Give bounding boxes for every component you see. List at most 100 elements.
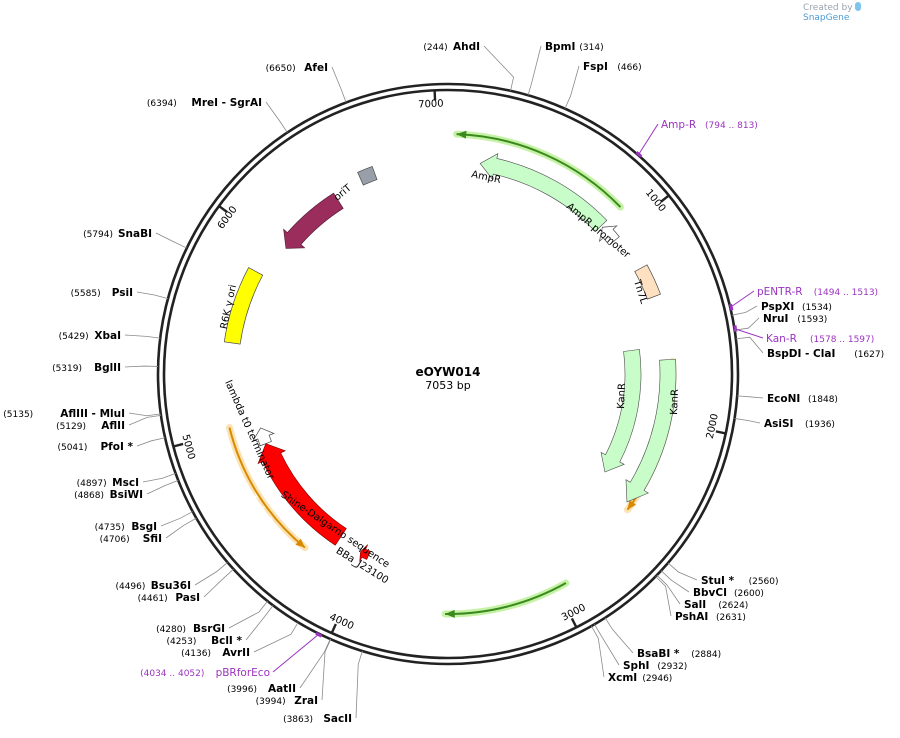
enzyme-site-xcmi: XcmI (2946) bbox=[608, 672, 672, 684]
scale-tick-label: 4000 bbox=[328, 612, 356, 632]
enzyme-name: SphI bbox=[623, 660, 649, 672]
primer-leader-line bbox=[734, 328, 764, 339]
enzyme-name: BsaBI * bbox=[637, 648, 680, 660]
credit-prefix: Created by bbox=[803, 3, 853, 13]
enzyme-position: (1936) bbox=[805, 420, 835, 430]
enzyme-leader-line bbox=[142, 473, 176, 483]
enzyme-leader-line bbox=[253, 622, 299, 653]
enzyme-site-bsu36i: Bsu36I (4496) bbox=[115, 580, 191, 592]
enzyme-leader-line bbox=[660, 570, 690, 593]
primer-range: (1578 .. 1597) bbox=[810, 335, 874, 345]
enzyme-site-afliii-mlui: AflIII - MluI(5135) bbox=[3, 408, 125, 420]
enzyme-site-mrei-sgrai: MreI - SgrAI(6394) bbox=[147, 97, 262, 109]
enzyme-leader-line bbox=[656, 574, 681, 605]
feature-bba-j23100 bbox=[359, 544, 371, 562]
enzyme-position: (2884) bbox=[691, 650, 721, 660]
scale-tick bbox=[715, 430, 726, 435]
enzyme-leader-line bbox=[136, 291, 169, 299]
scale-tick bbox=[660, 194, 670, 203]
enzyme-position: (6394) bbox=[147, 99, 177, 109]
enzyme-name: Bsu36I bbox=[151, 580, 191, 592]
enzyme-name: BspDI - ClaI bbox=[767, 348, 835, 360]
enzyme-position: (5794) bbox=[83, 230, 113, 240]
enzyme-position: (2631) bbox=[716, 613, 746, 623]
enzyme-position: (2600) bbox=[734, 589, 764, 599]
enzyme-name: XcmI bbox=[608, 672, 637, 684]
enzyme-leader-line bbox=[355, 650, 363, 719]
enzyme-leader-line bbox=[591, 625, 605, 678]
enzyme-site-bbvci: BbvCI(2600) bbox=[693, 587, 764, 599]
primer-pentr-r: pENTR-R(1494 .. 1513) bbox=[757, 286, 878, 298]
enzyme-position: (5429) bbox=[59, 332, 89, 342]
feature-ampr-promoter bbox=[598, 225, 620, 246]
enzyme-leader-line bbox=[604, 617, 634, 654]
enzyme-position: (2946) bbox=[642, 674, 672, 684]
enzyme-name: BsrGI bbox=[193, 623, 225, 635]
translated-arc bbox=[456, 133, 622, 208]
enzyme-leader-line bbox=[228, 600, 268, 629]
enzyme-leader-line bbox=[483, 45, 514, 91]
feature-kanr-inner bbox=[600, 349, 642, 473]
enzyme-name: AsiSI bbox=[764, 418, 793, 430]
enzyme-position: (4136) bbox=[181, 649, 211, 659]
feature-ampr bbox=[479, 152, 608, 232]
scale-tick-label: 5000 bbox=[180, 433, 197, 460]
primer-leader-line bbox=[272, 633, 320, 673]
enzyme-position: (4496) bbox=[115, 582, 145, 592]
enzyme-name: AhdI bbox=[453, 41, 480, 53]
primer-range: (794 .. 813) bbox=[705, 121, 758, 131]
enzyme-site-bcli: BclI *(4253) bbox=[166, 635, 242, 647]
enzyme-position: (4868) bbox=[74, 491, 104, 501]
enzyme-position: (1627) bbox=[854, 350, 884, 360]
enzyme-position: (2932) bbox=[657, 662, 687, 672]
enzyme-site-zrai: ZraI(3994) bbox=[256, 695, 318, 707]
translated-arrowhead bbox=[445, 609, 455, 618]
feature-kanr-inner-label: KanR bbox=[616, 383, 628, 409]
enzyme-leader-line bbox=[321, 639, 332, 701]
feature-orit bbox=[357, 165, 378, 186]
enzyme-site-bspdi-clai: BspDI - ClaI (1627) bbox=[767, 348, 884, 360]
enzyme-site-psii: PsiI(5585) bbox=[71, 287, 133, 299]
enzyme-position: (3863) bbox=[283, 715, 313, 725]
enzyme-name: AvrII bbox=[222, 647, 250, 659]
enzyme-site-aflii: AflII(5129) bbox=[56, 420, 125, 432]
enzyme-leader-line bbox=[128, 412, 161, 417]
enzyme-name: BsiWI bbox=[110, 489, 143, 501]
backbone-outer-ring bbox=[156, 82, 740, 666]
enzyme-leader-line bbox=[146, 480, 179, 495]
enzyme-name: EcoNI bbox=[767, 393, 800, 405]
feature-orit-label: oriT bbox=[332, 182, 354, 203]
enzyme-leader-line bbox=[731, 305, 758, 316]
enzyme-site-snabi: SnaBI(5794) bbox=[83, 228, 152, 240]
scale-tick bbox=[173, 442, 184, 448]
enzyme-position: (1593) bbox=[797, 315, 827, 325]
primer-leader-line bbox=[729, 290, 755, 308]
credit-brand: SnapGene bbox=[803, 13, 850, 23]
orf-arc bbox=[228, 427, 306, 549]
enzyme-position: (244) bbox=[423, 43, 447, 53]
enzyme-site-bsgi: BsgI(4735) bbox=[95, 521, 157, 533]
translated-arc bbox=[445, 582, 567, 615]
enzyme-site-asisi: AsiSI (1936) bbox=[764, 418, 835, 430]
enzyme-leader-line bbox=[527, 45, 542, 96]
enzyme-site-fspi: FspI(466) bbox=[583, 61, 642, 73]
scale-tick-label: 6000 bbox=[216, 204, 240, 231]
orf-arrowhead bbox=[627, 500, 637, 510]
enzyme-leader-line bbox=[734, 418, 761, 424]
enzyme-leader-line bbox=[124, 365, 159, 368]
primer-range: (4034 .. 4052) bbox=[140, 669, 204, 679]
enzyme-leader-line bbox=[265, 101, 288, 133]
enzyme-site-sacii: SacII(3863) bbox=[283, 713, 352, 725]
enzyme-leader-line bbox=[594, 624, 620, 666]
scale-tick bbox=[570, 617, 578, 628]
enzyme-leader-line bbox=[564, 65, 580, 109]
enzyme-site-ahdi: AhdI (244) bbox=[423, 41, 480, 53]
primer-name: Amp-R bbox=[661, 119, 696, 131]
enzyme-site-avrii: AvrII (4136) bbox=[181, 647, 250, 659]
enzyme-site-bsrgi: BsrGI(4280) bbox=[156, 623, 225, 635]
enzyme-position: (5135) bbox=[3, 410, 33, 420]
enzyme-site-aatii: AatII(3996) bbox=[227, 683, 296, 695]
feature-ampr-promoter-label: AmpR promoter bbox=[564, 201, 633, 261]
enzyme-name: PfoI * bbox=[100, 441, 133, 453]
